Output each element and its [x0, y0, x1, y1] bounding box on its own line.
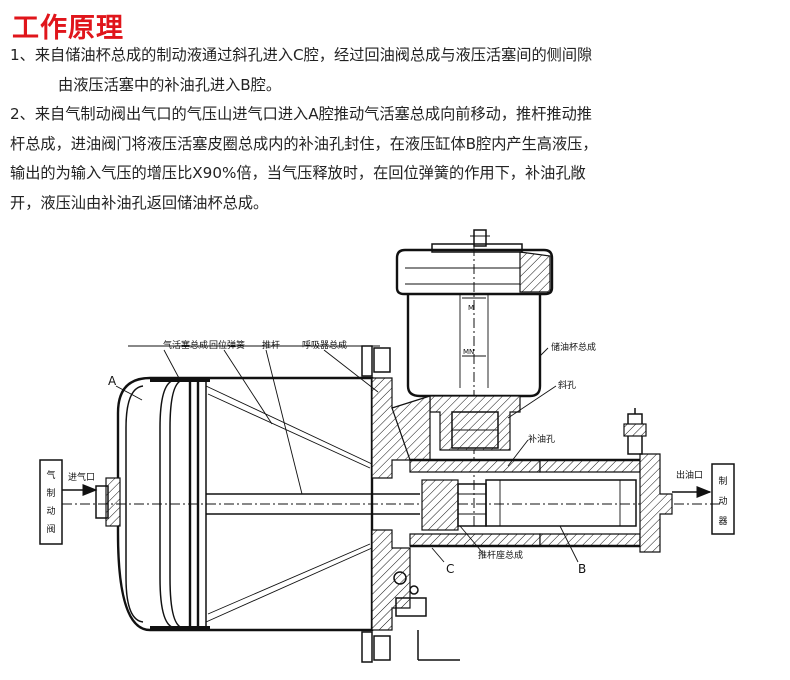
brake-valve-char-1: 气 — [46, 469, 55, 481]
label-chamber-c: C — [446, 562, 454, 576]
return-spring — [205, 385, 373, 623]
label-oblique-hole: 斜孔 — [558, 379, 576, 391]
push-rod — [206, 493, 420, 515]
reservoir-assembly: M MN — [395, 229, 554, 528]
hydraulic-cylinder — [410, 408, 673, 553]
push-rod-seat-assembly — [421, 479, 487, 531]
label-push-rod: 推杆 — [262, 339, 280, 351]
label-oil-outlet: 出油口 — [676, 469, 703, 481]
label-push-rod-seat: 推杆座总成 — [478, 549, 523, 561]
brake-valve-char-3: 动 — [46, 506, 55, 517]
page-title: 工作原理 — [12, 13, 124, 44]
brake-valve-char-4: 阀 — [46, 524, 55, 535]
paragraph-1-line-1: 1、来自储油杯总成的制动液通过斜孔进入C腔，经过回油阀总成与液压活塞间的侧间隙 — [10, 46, 593, 64]
paragraph-2-line-1: 2、来自气制动阀出气口的气压山进气口进入A腔推动气活塞总成向前移动，推杆推动推 — [10, 105, 592, 123]
label-reservoir: 储油杯总成 — [551, 341, 596, 353]
label-air-inlet: 进气口 — [68, 471, 95, 483]
brake-device-char-2: 动 — [718, 496, 727, 507]
booster-cross-section-diagram: M MN — [39, 229, 735, 663]
brake-valve-box — [39, 459, 63, 545]
label-refill-hole: 补油孔 — [528, 433, 555, 445]
paragraph-1: 1、来自储油杯总成的制动液通过斜孔进入C腔，经过回油阀总成与液压活塞间的侧间隙 … — [10, 41, 780, 100]
middle-flange — [361, 345, 541, 663]
level-max-label: M — [468, 304, 474, 312]
diagram-labels: 气活塞总成 回位弹簧 推杆 呼吸器总成 储油杯总成 斜孔 补油孔 A B C 推… — [39, 339, 735, 576]
brake-device-char-1: 制 — [718, 475, 727, 487]
label-return-spring: 回位弹簧 — [209, 339, 245, 351]
paragraph-2-line-2: 杆总成，进油阀门将液压活塞皮圈总成内的补油孔封住，在液压缸体B腔内产生高液压， — [10, 134, 598, 153]
paragraph-2-line-3: 输出的为输入气压的增压比X90%倍，当气压释放时，在回位弹簧的作用下，补油孔敞 — [10, 164, 586, 183]
brake-device-box — [711, 463, 735, 535]
paragraph-2: 2、来自气制动阀出气口的气压山进气口进入A腔推动气活塞总成向前移动，推杆推动推 … — [10, 100, 780, 218]
label-chamber-a: A — [108, 374, 117, 388]
level-min-label: MN — [463, 348, 474, 356]
brake-device-char-3: 器 — [718, 516, 727, 527]
paragraph-1-line-2: 由液压活塞中的补油孔进入B腔。 — [58, 75, 282, 94]
label-air-piston: 气活塞总成 — [163, 339, 208, 351]
label-chamber-b: B — [578, 562, 586, 576]
brake-valve-char-2: 制 — [46, 487, 55, 499]
paragraph-2-line-4: 开，液压汕由补油孔返回储油杯总成。 — [10, 193, 269, 212]
label-breather: 呼吸器总成 — [302, 339, 347, 351]
